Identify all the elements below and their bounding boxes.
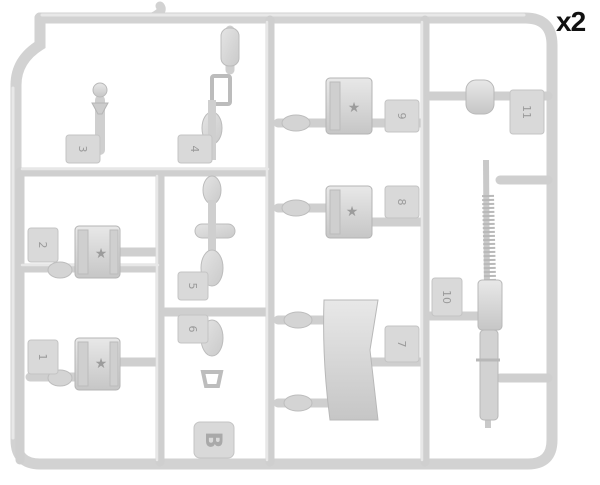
part-8-ammo-box: ★ xyxy=(281,185,373,239)
part-4-rod xyxy=(194,27,240,388)
part-11-cylinder xyxy=(465,79,495,115)
svg-text:★: ★ xyxy=(348,100,361,116)
part-7-shield-plate xyxy=(283,299,379,421)
part-10-gun-barrel xyxy=(476,159,503,429)
part-2-ammo-box: ★ xyxy=(47,225,121,279)
part-number-10: 10 xyxy=(440,290,453,304)
part-number-4: 4 xyxy=(188,146,201,153)
svg-text:★: ★ xyxy=(95,356,108,372)
svg-text:★: ★ xyxy=(346,204,359,220)
part-1-ammo-box: ★ xyxy=(47,337,121,391)
quantity-label: x2 xyxy=(556,6,586,37)
part-number-7: 7 xyxy=(395,341,408,348)
part-number-1: 1 xyxy=(36,354,49,361)
part-number-6: 6 xyxy=(186,326,199,333)
part-number-5: 5 xyxy=(186,283,199,290)
part-number-9: 9 xyxy=(395,113,408,120)
part-9-ammo-box: ★ xyxy=(281,77,373,135)
svg-text:★: ★ xyxy=(95,246,108,262)
part-tags xyxy=(27,89,545,459)
part-number-11: 11 xyxy=(520,105,533,119)
part-number-8: 8 xyxy=(395,199,408,206)
sprue-letter: B xyxy=(200,432,225,449)
part-number-3: 3 xyxy=(76,146,89,153)
part-number-2: 2 xyxy=(36,242,49,249)
